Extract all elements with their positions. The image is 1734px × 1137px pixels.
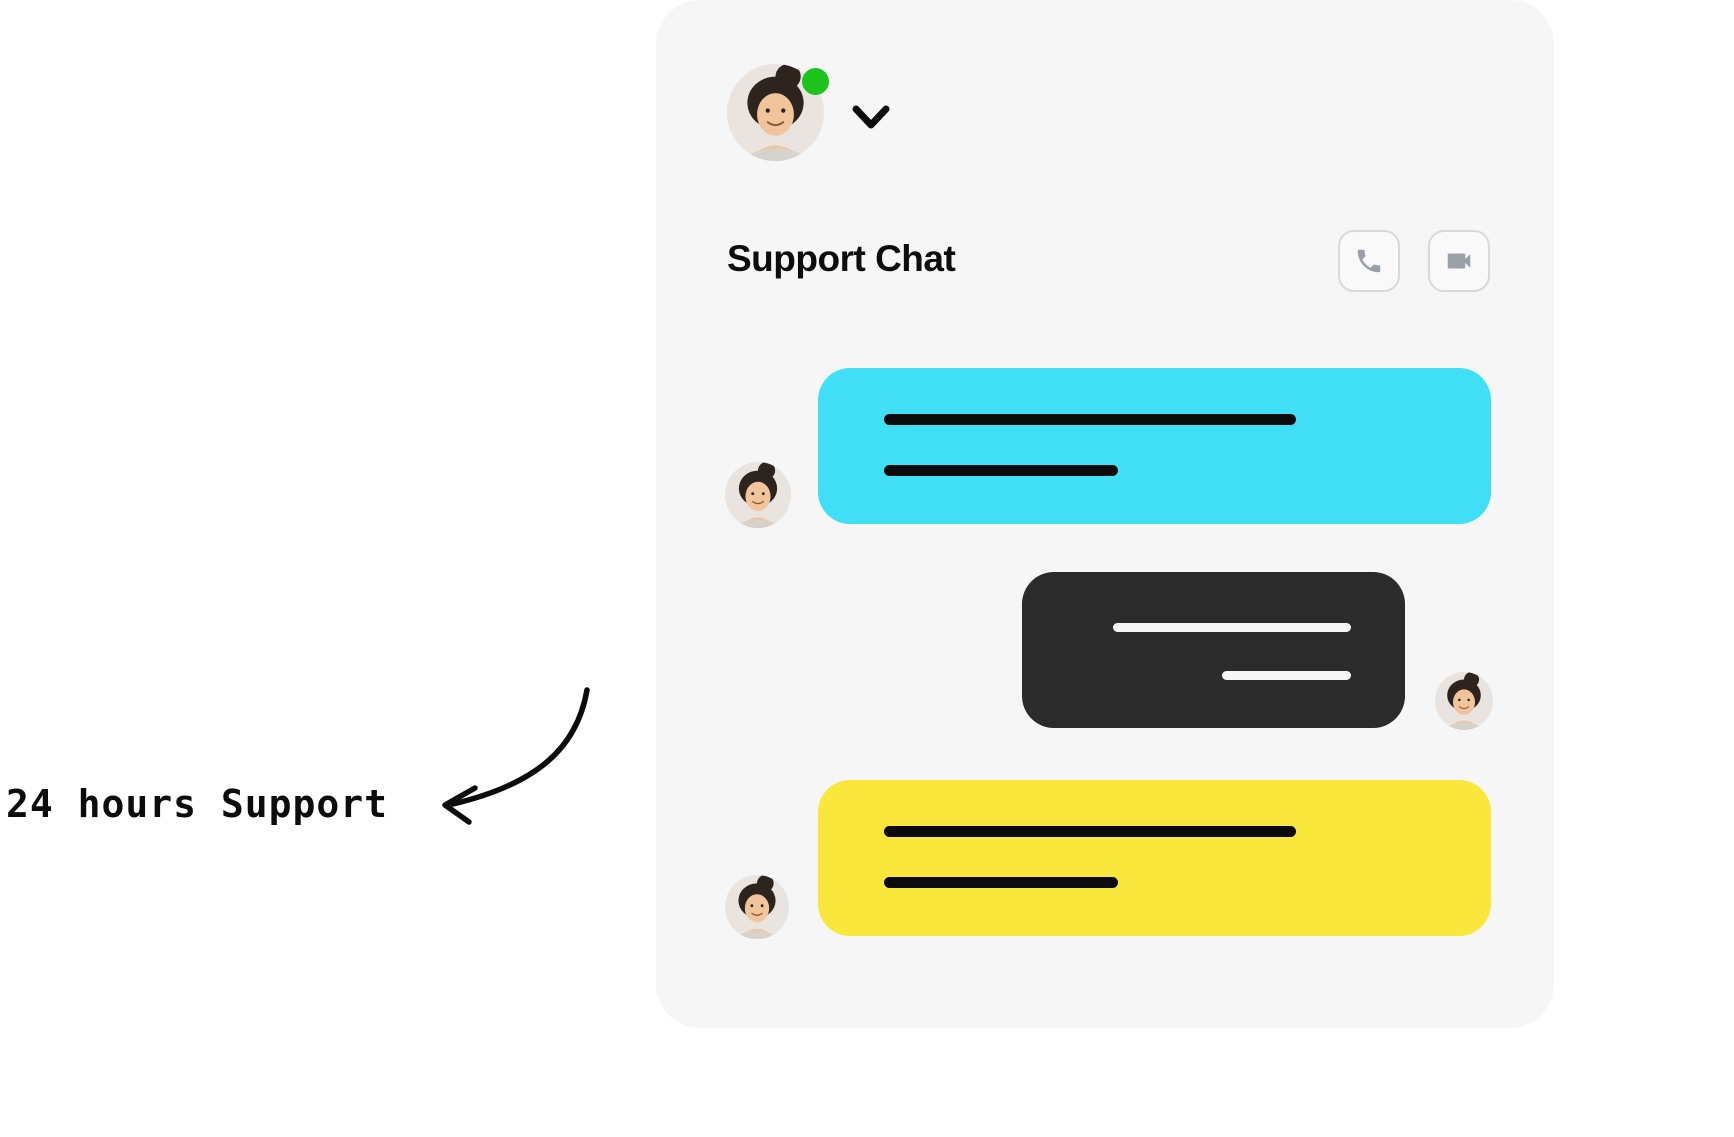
agent-avatar-small — [725, 875, 789, 939]
message-line-placeholder — [884, 877, 1118, 888]
page-title: Support Chat — [727, 238, 956, 279]
video-camera-icon — [1447, 253, 1471, 269]
chat-message-bubble-yellow — [818, 780, 1491, 936]
online-status-dot — [802, 68, 829, 95]
chevron-down-icon[interactable] — [848, 94, 894, 140]
customer-avatar-small — [1435, 672, 1493, 730]
curved-arrow-icon — [442, 687, 590, 825]
message-line-placeholder — [884, 826, 1296, 837]
message-line-placeholder — [884, 414, 1296, 425]
agent-avatar-small — [725, 462, 791, 528]
chat-message-bubble-dark — [1022, 572, 1405, 728]
message-line-placeholder — [1113, 623, 1351, 632]
phone-call-button[interactable] — [1338, 230, 1400, 292]
message-line-placeholder — [1222, 671, 1351, 680]
message-line-placeholder — [884, 465, 1118, 476]
video-call-button[interactable] — [1428, 230, 1490, 292]
annotation-text: 24 hours Support — [6, 782, 389, 826]
phone-icon — [1357, 249, 1381, 273]
chat-message-bubble-cyan — [818, 368, 1491, 524]
support-chat-panel: Support Chat — [656, 0, 1554, 1028]
